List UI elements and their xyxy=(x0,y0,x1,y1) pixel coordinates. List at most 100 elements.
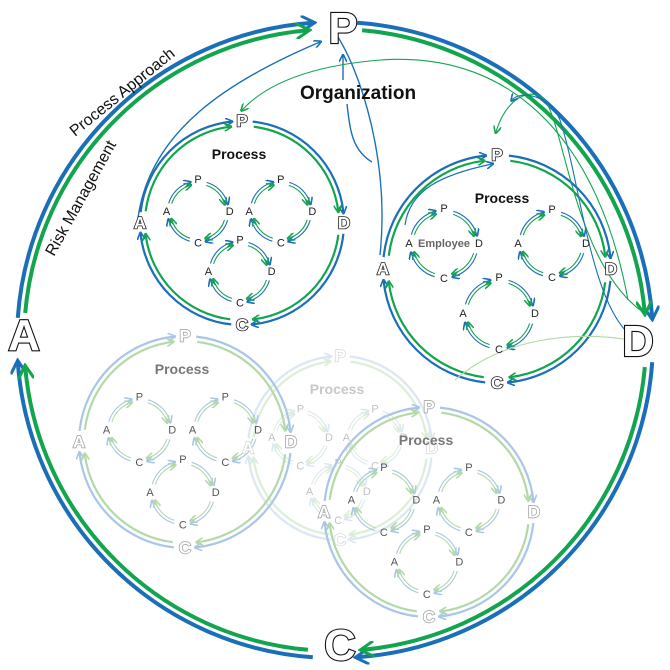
process-letter-a: A xyxy=(242,439,254,458)
ring-arc-blue xyxy=(195,335,290,431)
ring-arc-green xyxy=(253,185,272,204)
ring-arc-blue xyxy=(349,355,432,439)
ring-arc-blue xyxy=(209,243,232,264)
process-letter-d: D xyxy=(338,214,350,233)
ring-arc-blue xyxy=(453,253,478,276)
ring-arc-green xyxy=(351,458,428,535)
ring-arc-green xyxy=(289,219,308,238)
cycle-letter-p: P xyxy=(136,392,143,404)
ring-arc-green xyxy=(328,413,417,500)
process-label: Process xyxy=(155,361,210,377)
ring-arc-blue xyxy=(195,439,217,462)
cycle-letter-p: P xyxy=(380,462,387,474)
ring-arc-green xyxy=(508,282,529,304)
ring-arc-blue xyxy=(560,211,584,235)
ring-arc-green xyxy=(442,509,461,529)
ring-arc-green xyxy=(361,28,645,313)
ring-arc-blue xyxy=(251,220,273,242)
cycle-letter-c: C xyxy=(277,237,285,249)
ring-arc-green xyxy=(413,214,435,236)
process-label: Process xyxy=(310,381,365,397)
ring-arc-green xyxy=(522,215,543,236)
cycle-letter-d: D xyxy=(400,432,408,444)
cycle-letter-p: P xyxy=(371,403,378,415)
cycle-letter-c: C xyxy=(465,527,473,539)
ring-arc-blue xyxy=(169,220,190,242)
cycle-letter-a: A xyxy=(268,432,276,444)
cycle-letter-d: D xyxy=(268,266,276,278)
ring-arc-green xyxy=(561,252,582,273)
ring-arc-green xyxy=(254,220,273,239)
connector-d-to-proc2 xyxy=(512,95,631,336)
ring-arc-blue xyxy=(139,122,232,213)
ring-arc-green xyxy=(468,323,490,346)
ring-arc-blue xyxy=(347,411,367,431)
ring-arc-green xyxy=(387,161,484,256)
ring-arc-blue xyxy=(289,220,311,241)
ring-arc-blue xyxy=(194,400,217,422)
cycle-letter-p: P xyxy=(179,454,186,466)
ring-arc-green xyxy=(389,282,484,379)
cycle-letter-d: D xyxy=(455,556,463,568)
ring-arc-blue xyxy=(465,324,490,349)
ring-arc-blue xyxy=(509,323,534,348)
ring-arc-green xyxy=(308,444,325,461)
ring-arc-green xyxy=(510,282,607,377)
cycle-rings xyxy=(18,23,652,657)
risk-management-label: Risk Management xyxy=(43,137,121,259)
ring-arc-blue xyxy=(148,438,171,461)
ring-arc-blue xyxy=(196,452,292,547)
cycle-letter-c: C xyxy=(440,273,448,285)
process-approach-label: Process Approach xyxy=(67,45,179,140)
ring-arc-green xyxy=(206,184,224,203)
cycle-letter-p: P xyxy=(465,462,472,474)
ring-arc-green xyxy=(148,438,168,458)
ring-arc-blue xyxy=(453,210,476,234)
d-large: D xyxy=(622,317,654,366)
ring-arc-green xyxy=(83,342,173,430)
process-letter-p: P xyxy=(179,327,190,346)
connector-d-to-faded xyxy=(454,335,631,381)
ring-arc-green xyxy=(314,469,331,486)
ring-arc-green xyxy=(441,524,530,611)
ring-arc-green xyxy=(560,214,581,235)
ring-arc-green xyxy=(508,323,531,344)
cycle-letter-p: P xyxy=(495,272,502,284)
cycle-letter-d: D xyxy=(254,424,262,436)
process-letter-c: C xyxy=(334,531,346,550)
ring-arc-blue xyxy=(248,280,270,301)
process-letter-p: P xyxy=(334,347,345,366)
cycle-letter-d: D xyxy=(531,308,539,320)
cycle-letter-a: A xyxy=(246,206,254,218)
cycle-letter-c: C xyxy=(194,237,202,249)
ring-arc-blue xyxy=(168,182,190,204)
ring-arc-blue xyxy=(248,241,269,264)
ring-arc-blue xyxy=(211,280,232,302)
ring-arc-green xyxy=(247,245,266,264)
employee-label: Employee xyxy=(418,238,470,250)
ring-arc-blue xyxy=(397,571,419,594)
cycle-letter-a: A xyxy=(459,308,467,320)
ring-arc-green xyxy=(197,454,287,542)
ring-arc-green xyxy=(154,465,174,485)
ring-arc-blue xyxy=(325,523,419,618)
ring-arc-blue xyxy=(384,281,486,384)
ring-arc-blue xyxy=(109,439,131,462)
cycle-letter-c: C xyxy=(380,527,388,539)
process-letter-a: A xyxy=(134,214,146,233)
ring-arc-blue xyxy=(249,458,331,541)
ring-arc-blue xyxy=(80,453,175,549)
cycle-letter-c: C xyxy=(221,457,229,469)
process-letter-c: C xyxy=(423,608,435,627)
ring-arc-blue xyxy=(435,531,458,554)
connector-proc-to-p xyxy=(404,164,492,226)
ring-arc-green xyxy=(234,438,254,458)
connector-to-p xyxy=(137,42,320,219)
ring-arc-blue xyxy=(250,182,272,204)
ring-arc-blue xyxy=(15,23,313,318)
process-label: Process xyxy=(475,190,530,206)
ring-arc-green xyxy=(25,367,309,652)
ring-arc-blue xyxy=(323,408,418,502)
process-letter-a: A xyxy=(318,503,330,522)
ring-arc-blue xyxy=(410,211,434,235)
